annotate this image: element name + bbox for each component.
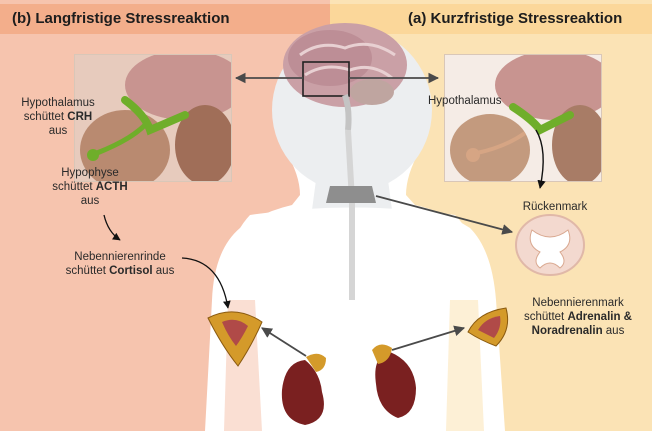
arrow-acth-down xyxy=(104,215,120,240)
label-nebennierenmark: Nebennierenmark schüttet Adrenalin & Nor… xyxy=(510,296,646,338)
cortisol-suffix: aus xyxy=(153,265,175,277)
hypothalamus-text: Hypothalamus xyxy=(10,96,106,110)
adrenalin-hormone: Adrenalin & xyxy=(567,311,632,323)
arrow-kidney-to-medulla xyxy=(392,328,464,350)
arrow-kidney-to-cortex xyxy=(262,328,306,356)
noradrenalin-hormone: Noradrenalin xyxy=(532,325,603,337)
noradrenalin-line: Noradrenalin aus xyxy=(510,324,646,338)
crh-hormone: CRH xyxy=(67,111,92,123)
acth-line: schüttet ACTH xyxy=(42,180,138,194)
arrow-spine-to-cross-section xyxy=(376,196,512,232)
acth-suffix: aus xyxy=(42,194,138,208)
label-hypothalamus-right: Hypothalamus xyxy=(428,94,528,108)
cortisol-line: schüttet Cortisol aus xyxy=(40,264,200,278)
crh-suffix: aus xyxy=(10,124,106,138)
label-hypothalamus-crh: Hypothalamus schüttet CRH aus xyxy=(10,96,106,138)
nebennierenmark-text: Nebennierenmark xyxy=(510,296,646,310)
crh-line: schüttet CRH xyxy=(10,110,106,124)
adrenalin-line: schüttet Adrenalin & xyxy=(510,310,646,324)
acth-hormone: ACTH xyxy=(96,181,128,193)
cortisol-prefix: schüttet xyxy=(66,265,109,277)
noradrenalin-suffix: aus xyxy=(603,325,625,337)
label-rueckenmark: Rückenmark xyxy=(510,200,600,214)
hypophyse-text: Hypophyse xyxy=(42,166,138,180)
arrow-hypothalamus-to-spinal xyxy=(536,130,543,188)
acth-prefix: schüttet xyxy=(52,181,95,193)
nebennierenrinde-text: Nebennierenrinde xyxy=(40,250,200,264)
cortisol-hormone: Cortisol xyxy=(109,265,152,277)
crh-prefix: schüttet xyxy=(24,111,67,123)
label-hypophyse-acth: Hypophyse schüttet ACTH aus xyxy=(42,166,138,208)
label-nebennierenrinde-cortisol: Nebennierenrinde schüttet Cortisol aus xyxy=(40,250,200,278)
adrenalin-prefix: schüttet xyxy=(524,311,567,323)
